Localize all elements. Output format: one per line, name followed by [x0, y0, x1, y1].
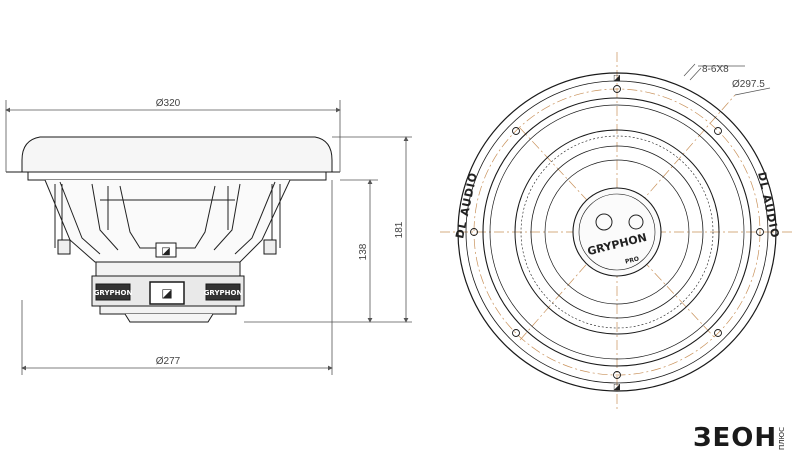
frame-dl-logo-bottom: ◪ [613, 382, 621, 391]
mounting-hole [714, 329, 722, 337]
magnet-badge-right-box [205, 283, 241, 301]
dim-overall-diameter: Ø320 [156, 98, 181, 109]
magnet-dl-logo-box [149, 281, 185, 305]
side-view [6, 136, 340, 323]
surround-outer [482, 97, 752, 367]
basket-legs [44, 179, 291, 263]
magnet-badge-left: GRYPHON [94, 289, 133, 297]
mounting-hole [512, 329, 520, 337]
cone-ring [530, 145, 704, 319]
dust-cap [572, 187, 662, 277]
terminal-left [57, 239, 71, 255]
magnet-bottom-plate [99, 305, 237, 315]
magnet-badge-left-box [95, 283, 131, 301]
mounting-hole [512, 127, 520, 135]
front-view [440, 52, 795, 412]
dim-holes: 8-6X8 [702, 64, 729, 75]
mounting-hole [470, 228, 478, 236]
dim-mount-diameter: Ø297.5 [732, 79, 765, 90]
cone-logo-line2: PRO [624, 255, 639, 265]
mounting-hole [714, 127, 722, 135]
magnet-top-plate [95, 261, 241, 277]
surround-inner [514, 129, 720, 335]
outer-frame-ring [457, 72, 777, 392]
basket-dl-logo: ◪ [161, 246, 170, 257]
frame-brand-right: DL AUDIO [755, 171, 782, 240]
dim-height-138: 138 [358, 243, 369, 260]
logo-main-text: ЗЕОН [693, 423, 778, 453]
magnet-badge-right: GRYPHON [204, 289, 243, 297]
dim-height-181: 181 [394, 221, 405, 238]
zeon-logo: ЗЕОН ПЛЮС [693, 423, 786, 453]
basket-dl-logo-box [155, 242, 177, 258]
mounting-hole [756, 228, 764, 236]
frame-dl-logo-top: ◪ [613, 73, 621, 82]
side-dimensions [5, 100, 412, 375]
dim-magnet-diameter: Ø277 [156, 356, 181, 367]
gryphon-head-icon [595, 213, 613, 231]
speaker-frame-top [21, 136, 333, 173]
mounting-hole [613, 371, 621, 379]
mounting-holes [470, 85, 764, 379]
mounting-hole-circle [473, 88, 761, 376]
mounting-hole [613, 85, 621, 93]
logo-sub-text: ПЛЮС [778, 426, 787, 450]
hole-callout [683, 63, 771, 96]
magnet-dl-logo: ◪ [161, 286, 172, 300]
terminal-right [263, 239, 277, 255]
